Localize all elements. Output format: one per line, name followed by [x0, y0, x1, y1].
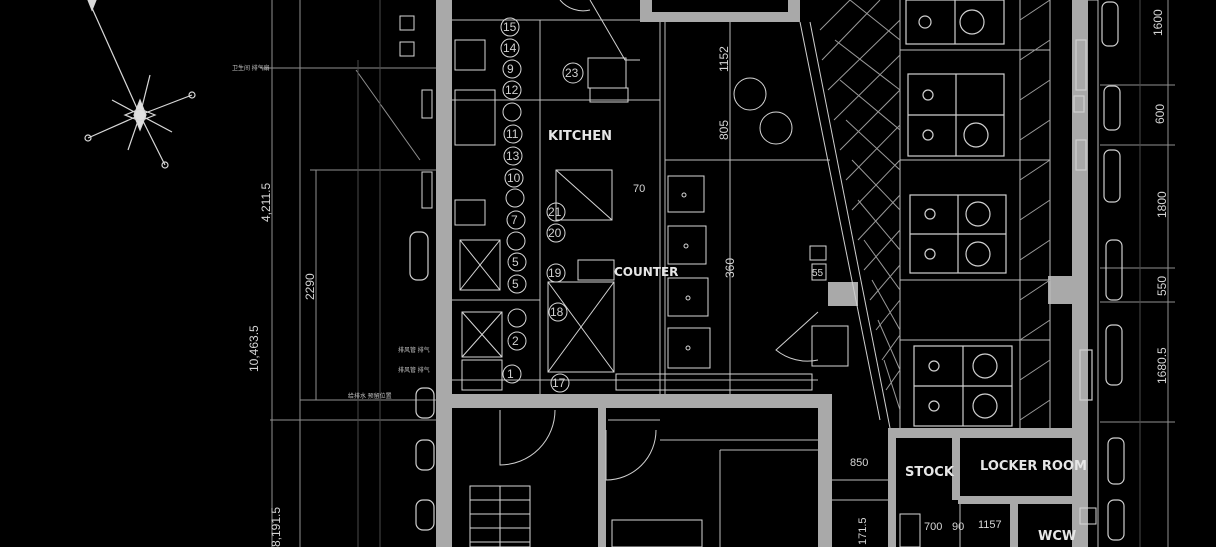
room-label-locker-room: LOCKER ROOM — [980, 459, 1087, 474]
walls — [436, 0, 1088, 547]
equipment-marker-labels: 15 14 12 9 11 13 10 7 5 5 2 1 23 21 20 1… — [503, 20, 579, 390]
room-label-counter: COUNTER — [614, 265, 678, 279]
dim-1152: 1152 — [717, 46, 731, 72]
marker-14: 14 — [503, 41, 517, 55]
dining-tables — [905, 0, 1013, 427]
dim-right-1600: 1600 — [1151, 9, 1165, 36]
dim-90: 90 — [952, 521, 964, 533]
marker-18: 18 — [550, 305, 564, 319]
equipment-markers — [500, 17, 584, 393]
kitchen-equipment — [399, 15, 1097, 547]
dim-1157: 1157 — [978, 519, 1002, 531]
marker-9: 9 — [507, 62, 514, 76]
marker-21: 21 — [548, 205, 562, 219]
dim-70: 70 — [633, 183, 645, 195]
marker-5b: 5 — [512, 277, 519, 291]
dim-850: 850 — [850, 457, 868, 469]
dim-805: 805 — [717, 120, 731, 140]
room-label-wc: WCW — [1038, 529, 1076, 544]
dim-2290: 2290 — [303, 273, 317, 300]
dim-right-600: 600 — [1153, 104, 1167, 124]
marker-23: 23 — [565, 66, 579, 80]
compass-rose-icon — [84, 0, 196, 169]
marker-1: 1 — [507, 367, 514, 381]
annotation-exhaust-fan: 卫生间 排气扇 — [232, 64, 270, 72]
left-dimension-lines — [260, 0, 440, 547]
marker-12: 12 — [505, 83, 519, 97]
dim-360: 360 — [723, 258, 737, 278]
marker-2: 2 — [512, 334, 519, 348]
marker-11: 11 — [506, 127, 519, 141]
dim-171: 171.5 — [857, 517, 869, 545]
window-fixtures — [409, 1, 1125, 541]
room-label-stock: STOCK — [905, 465, 955, 480]
marker-20: 20 — [548, 226, 562, 240]
room-label-kitchen: KITCHEN — [548, 129, 612, 144]
annotation-plumbing: 给排水 预留位置 — [348, 392, 392, 400]
annotation-exhaust-1: 排风管 排气 — [398, 346, 430, 354]
dim-10463: 10,463.5 — [247, 325, 261, 372]
marker-10: 10 — [507, 171, 521, 185]
door-swings — [499, 0, 819, 481]
marker-15: 15 — [503, 20, 517, 34]
dim-700: 700 — [924, 521, 942, 533]
dim-right-1800: 1800 — [1155, 191, 1169, 218]
marker-19: 19 — [548, 266, 562, 280]
dim-right-550: 550 — [1155, 276, 1169, 296]
marker-7: 7 — [511, 213, 518, 227]
annotation-exhaust-2: 排风管 排气 — [398, 366, 430, 374]
dim-4211: 4,211.5 — [259, 183, 273, 222]
marker-5: 5 — [512, 255, 519, 269]
interior-lines — [452, 0, 1099, 547]
marker-17: 17 — [552, 376, 566, 390]
right-dimension-lines — [1100, 0, 1175, 547]
dim-right-1680: 1680.5 — [1155, 347, 1169, 384]
hatched-zone — [819, 0, 1051, 421]
marker-13: 13 — [506, 149, 520, 163]
dim-55: 55 — [812, 268, 824, 279]
dim-8191: 8,191.5 — [269, 507, 283, 547]
